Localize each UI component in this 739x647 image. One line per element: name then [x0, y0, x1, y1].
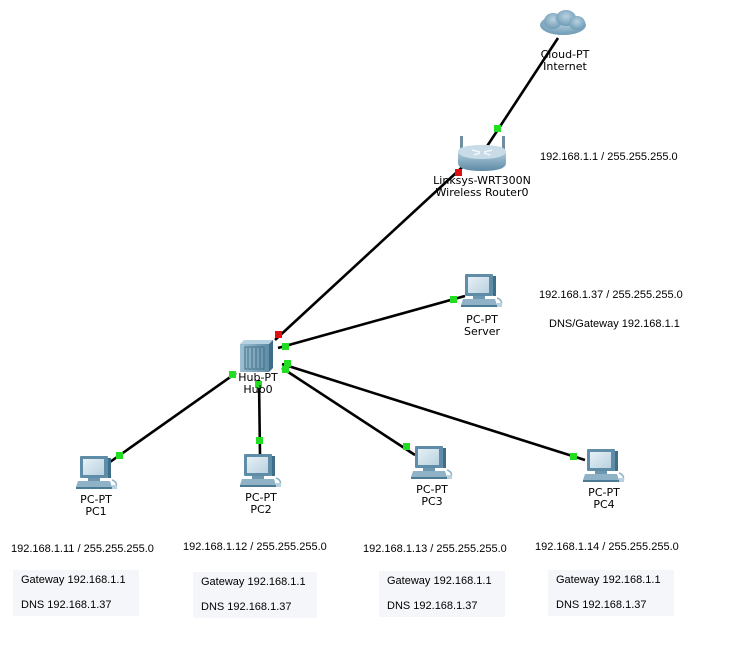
- cloud-type: Cloud-PT: [540, 48, 590, 61]
- pc2-name: PC2: [250, 503, 272, 516]
- cloud-icon[interactable]: [540, 10, 586, 35]
- pc1-ip-note: 192.168.1.11 / 255.255.255.0: [11, 543, 154, 555]
- server-dns-gateway-note: DNS/Gateway 192.168.1.1: [549, 318, 680, 330]
- pc1-gateway: Gateway 192.168.1.1: [21, 574, 126, 586]
- pc4-label: PC-PT PC4: [588, 487, 620, 511]
- pc4-ip-note: 192.168.1.14 / 255.255.255.0: [535, 541, 679, 553]
- port-hub-server-server: [450, 296, 457, 303]
- pc3-type: PC-PT: [416, 483, 448, 496]
- port-hub-pc2-hub: [255, 381, 262, 388]
- pc1-label: PC-PT PC1: [80, 494, 112, 518]
- link-hub-pc1[interactable]: [109, 371, 237, 464]
- pc4-dns: DNS 192.168.1.37: [556, 599, 647, 611]
- server-type: PC-PT: [466, 313, 498, 326]
- port-hub-pc4-hub: [284, 360, 291, 367]
- pc1-name: PC1: [85, 505, 107, 518]
- port-router-hub-hub: [275, 331, 282, 338]
- link-hub-server[interactable]: [277, 294, 466, 350]
- pc3-name: PC3: [421, 495, 443, 508]
- link-hub-pc4[interactable]: [281, 362, 586, 462]
- server-label: PC-PT Server: [464, 314, 500, 338]
- pc4-name: PC4: [593, 498, 615, 511]
- link-router-hub[interactable]: [274, 159, 471, 341]
- pc2-icon[interactable]: [239, 453, 282, 488]
- cloud-label: Cloud-PT Internet: [541, 49, 590, 73]
- hub-name: Hub0: [243, 383, 273, 396]
- pc1-config-note: Gateway 192.168.1.1 DNS 192.168.1.37: [13, 570, 139, 616]
- pc4-gateway: Gateway 192.168.1.1: [556, 574, 661, 586]
- router-ip-note: 192.168.1.1 / 255.255.255.0: [540, 151, 678, 163]
- pc1-type: PC-PT: [80, 493, 112, 506]
- cloud-name: Internet: [543, 60, 587, 73]
- port-hub-pc2-pc2: [256, 437, 263, 444]
- server-name: Server: [463, 325, 501, 338]
- pc4-config-note: Gateway 192.168.1.1 DNS 192.168.1.37: [548, 570, 674, 616]
- router-name: Wireless Router0: [435, 186, 529, 199]
- port-router-hub-router: [455, 169, 462, 176]
- link-cloud-router[interactable]: [476, 37, 560, 161]
- pc4-icon[interactable]: [582, 448, 625, 483]
- hub-type: Hub-PT: [238, 371, 278, 384]
- pc1-dns: DNS 192.168.1.37: [21, 599, 112, 611]
- port-hub-pc3-pc3: [403, 443, 410, 450]
- server-pc-icon[interactable]: [460, 273, 503, 308]
- pc3-config-note: Gateway 192.168.1.1 DNS 192.168.1.37: [379, 571, 505, 617]
- router-type: Linksys-WRT300N: [433, 174, 531, 187]
- server-ip-note: 192.168.1.37 / 255.255.255.0: [539, 289, 683, 301]
- pc2-gateway: Gateway 192.168.1.1: [201, 576, 306, 588]
- port-hub-pc4-pc4: [570, 453, 577, 460]
- pc3-icon[interactable]: [410, 445, 453, 480]
- router-label: Linksys-WRT300N Wireless Router0: [433, 175, 531, 199]
- pc1-icon[interactable]: [75, 455, 118, 490]
- pc3-ip-note: 192.168.1.13 / 255.255.255.0: [363, 543, 507, 555]
- pc3-dns: DNS 192.168.1.37: [387, 600, 478, 612]
- pc4-type: PC-PT: [588, 486, 620, 499]
- hub-icon[interactable]: [240, 340, 273, 372]
- pc2-config-note: Gateway 192.168.1.1 DNS 192.168.1.37: [193, 572, 317, 618]
- port-hub-pc1-pc1: [116, 452, 123, 459]
- port-hub-server-hub: [282, 343, 289, 350]
- port-hub-pc3-hub: [282, 366, 289, 373]
- hub-label: Hub-PT Hub0: [238, 372, 278, 396]
- pc2-label: PC-PT PC2: [245, 492, 277, 516]
- pc2-type: PC-PT: [245, 491, 277, 504]
- wireless-router-icon[interactable]: [458, 136, 506, 171]
- port-cloud-router-cloud: [494, 125, 501, 132]
- port-hub-pc1-hub: [229, 371, 236, 378]
- pc3-label: PC-PT PC3: [416, 484, 448, 508]
- pc3-gateway: Gateway 192.168.1.1: [387, 575, 492, 587]
- pc2-dns: DNS 192.168.1.37: [201, 601, 292, 613]
- pc2-ip-note: 192.168.1.12 / 255.255.255.0: [183, 541, 327, 553]
- link-hub-pc3[interactable]: [281, 366, 416, 457]
